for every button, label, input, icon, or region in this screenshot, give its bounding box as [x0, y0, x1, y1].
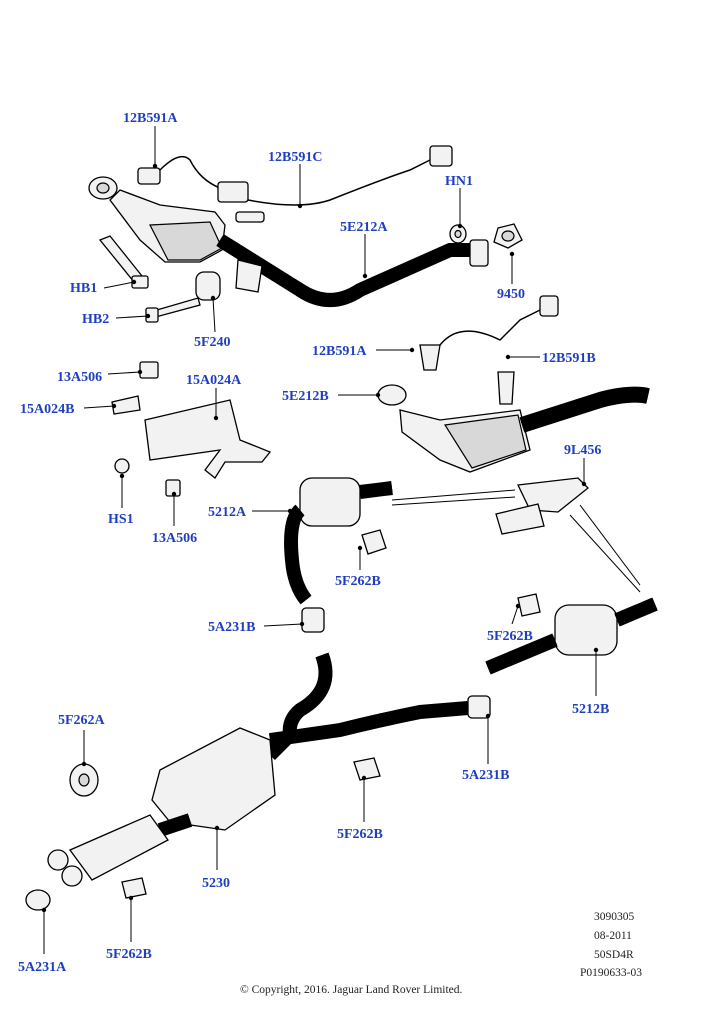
illustration-code: P0190633-03	[580, 967, 642, 979]
tail-silencer	[47, 814, 169, 887]
mount-rubber-5F262B-4	[121, 877, 147, 899]
mid-pipe	[265, 652, 491, 760]
nut-HN1	[449, 224, 467, 244]
bolt-HB1	[98, 235, 149, 289]
leader-lines	[41, 126, 599, 954]
mount-rubber-5F262A	[69, 763, 99, 797]
label-5F262A: 5F262A	[58, 713, 106, 728]
mount-rubber-5F262B-1	[361, 529, 387, 555]
clamp-5A231B-left	[301, 607, 325, 633]
label-5F262B-1: 5F262B	[335, 574, 381, 589]
label-HB1: HB1	[70, 281, 97, 296]
label-15A024A: 15A024A	[186, 373, 242, 388]
oxygen-sensor-top	[137, 145, 453, 223]
front-catalytic-converter	[88, 176, 226, 263]
label-12B591C: 12B591C	[268, 150, 322, 165]
model-code: 50SD4R	[594, 949, 634, 961]
label-5212B: 5212B	[572, 702, 609, 717]
drawing-date: 08-2011	[594, 930, 632, 942]
mount-rubber-5F240	[195, 259, 263, 301]
part-labels: 12B591A 12B591C HN1 5E212A 9450 HB1 HB2 …	[18, 111, 609, 975]
mount-rubber-5F262B-2	[517, 593, 541, 617]
clamp-5A231A	[25, 889, 51, 911]
label-5A231B-left: 5A231B	[208, 620, 255, 635]
front-pipe	[216, 234, 489, 307]
label-5A231B-right: 5A231B	[462, 768, 509, 783]
label-13A506-bot: 13A506	[152, 531, 197, 546]
label-HB2: HB2	[82, 312, 109, 327]
bolt-HB2	[145, 297, 201, 323]
mount-rubber-5F262B-3	[353, 757, 381, 781]
label-HN1: HN1	[445, 174, 473, 189]
rear-catalytic-converter	[377, 384, 650, 473]
label-9L456: 9L456	[564, 443, 601, 458]
label-HS1: HS1	[108, 512, 134, 527]
label-5212A: 5212A	[208, 505, 247, 520]
label-5F262B-4: 5F262B	[106, 947, 152, 962]
intermediate-silencer-5212A	[284, 477, 393, 605]
oxygen-sensor-mid	[419, 295, 559, 405]
bracket-assembly	[111, 361, 272, 497]
gasket-9450	[493, 223, 523, 249]
label-12B591A-top: 12B591A	[123, 111, 178, 126]
front-silencer-5230	[151, 727, 276, 837]
label-12B591B: 12B591B	[542, 351, 596, 366]
drawing-number: 3090305	[594, 911, 635, 923]
label-9450: 9450	[497, 287, 525, 302]
label-5F262B-3: 5F262B	[337, 827, 383, 842]
copyright-notice: © Copyright, 2016. Jaguar Land Rover Lim…	[240, 984, 463, 996]
label-5F262B-2: 5F262B	[487, 629, 533, 644]
label-15A024B: 15A024B	[20, 402, 74, 417]
label-5230: 5230	[202, 876, 230, 891]
label-12B591A-mid: 12B591A	[312, 344, 367, 359]
label-5E212B: 5E212B	[282, 389, 329, 404]
label-5A231A: 5A231A	[18, 960, 67, 975]
heat-shield-9L456	[495, 477, 589, 535]
label-5F240: 5F240	[194, 335, 231, 350]
footer-codes: 3090305 08-2011 50SD4R P0190633-03 © Cop…	[240, 911, 642, 996]
label-13A506-top: 13A506	[57, 370, 102, 385]
rear-silencer-5212B	[485, 597, 658, 675]
label-5E212A: 5E212A	[340, 220, 388, 235]
assembly-lines	[391, 489, 641, 593]
